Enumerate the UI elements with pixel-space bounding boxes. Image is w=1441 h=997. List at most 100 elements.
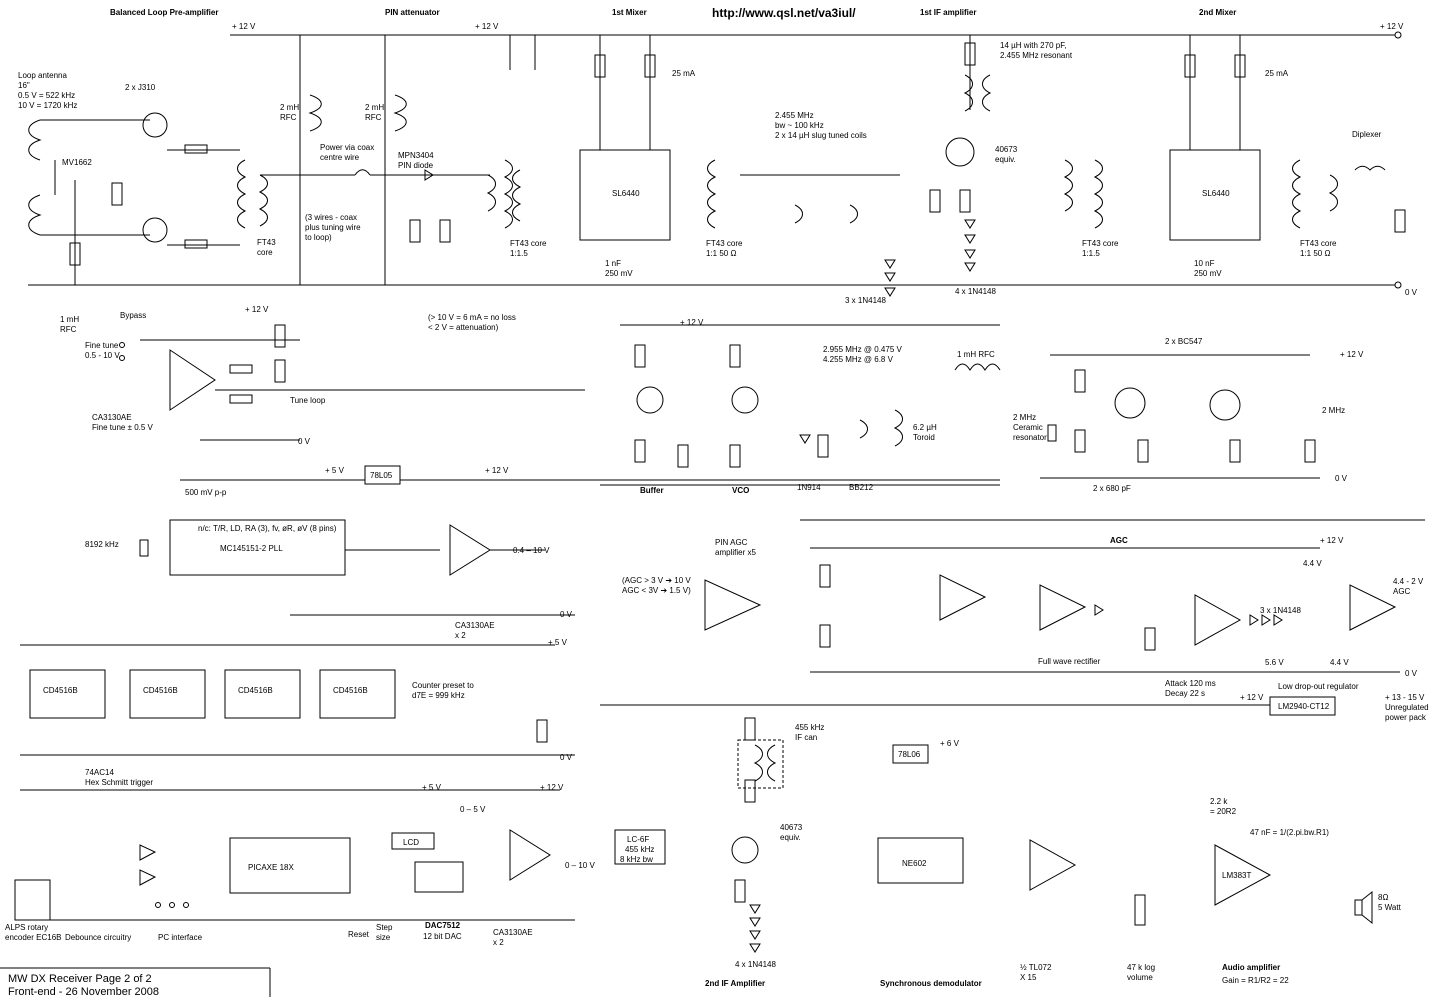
sl6440-1-block (579, 149, 671, 241)
sl6440-2-label: SL6440 (1202, 189, 1230, 198)
rail-label-0v-agc: 0 V (1405, 669, 1418, 678)
rail-label-0v-cnt: 0 V (560, 753, 573, 762)
preamp-circuit (28, 35, 371, 285)
picaxe-block (229, 837, 351, 894)
v44-label-b: 4.4 V (1330, 658, 1349, 667)
reg78l05-block (364, 465, 401, 485)
if2-title: 2nd IF Amplifier (705, 979, 765, 988)
counter-2-label: CD4516B (143, 686, 178, 695)
tune-voltage-label: 0.4 – 10 V (513, 546, 550, 555)
ldo-block (1269, 696, 1336, 716)
vco-stage (600, 324, 1001, 486)
debounce-label: Debounce circuitry (65, 933, 131, 942)
rail-label-5v-pll: + 5 V (325, 466, 345, 475)
diplexer-label: Diplexer (1352, 130, 1382, 139)
rail-label-12v-a: + 12 V (232, 22, 256, 31)
bc547-label: 2 x BC547 (1165, 337, 1203, 346)
control-range-label: 0 – 10 V (565, 861, 595, 870)
v56-label: 5.6 V (1265, 658, 1284, 667)
fine-tune-stage (119, 324, 585, 441)
pll-label: MC145151-2 PLL (220, 544, 283, 553)
pin-attenuator (370, 35, 496, 285)
x680pf-label: 2 x 680 pF (1093, 484, 1131, 493)
audio-amp-title: Audio amplifier (1222, 963, 1280, 972)
agc-section (704, 519, 1425, 673)
sl6440-1-label: SL6440 (612, 189, 640, 198)
1n914-label: 1N914 (797, 483, 821, 492)
pin-note-label: (> 10 V = 6 mA = no loss< 2 V = attenuat… (428, 313, 516, 332)
counter-bank (20, 644, 575, 756)
diodes-3x1n4148-a: 3 x 1N4148 (845, 296, 886, 305)
if2-demod-audio (600, 696, 1373, 953)
picaxe-label: PICAXE 18X (248, 863, 294, 872)
reg78l06-block (892, 744, 929, 764)
section-mixer1-title: 1st Mixer (612, 8, 647, 17)
bw-formula-label: 47 nF = 1/(2.pi.bw.R1) (1250, 828, 1329, 837)
counter-4-block (319, 669, 396, 719)
counter-4-label: CD4516B (333, 686, 368, 695)
agc-title: AGC (1110, 536, 1128, 545)
rail-label-12v-b: + 12 V (475, 22, 499, 31)
page-url: http://www.qsl.net/va3iul/ (712, 6, 856, 20)
diodes-3x1n4148-b: 3 x 1N4148 (1260, 606, 1301, 615)
tune-loop-label: Tune loop (290, 396, 326, 405)
mv1662-label: MV1662 (62, 158, 92, 167)
sync-demod-title: Synchronous demodulator (880, 979, 982, 988)
pll-stage (139, 465, 1000, 616)
fwr-label: Full wave rectifier (1038, 657, 1101, 666)
buffer-label: Buffer (640, 486, 664, 495)
rail-label-12v-agc: + 12 V (1320, 536, 1344, 545)
bfo-oscillator (1040, 354, 1320, 479)
counter-3-block (224, 669, 301, 719)
rail-label-12v-bfo: + 12 V (1340, 350, 1364, 359)
pc-interface-label[interactable]: PC interface (158, 933, 203, 942)
rail-label-12v-c: + 12 V (1380, 22, 1404, 31)
rail-label-0v-ft: 0 V (298, 437, 311, 446)
rail-label-12v-vco: + 12 V (680, 318, 704, 327)
dac-range-label: 0 – 5 V (460, 805, 486, 814)
sl6440-2-block (1169, 149, 1261, 241)
bypass-label[interactable]: Bypass (120, 311, 146, 320)
reg78l05-label: 78L05 (370, 471, 393, 480)
bfo-freq-label: 2 MHz (1322, 406, 1345, 415)
lm2940-label: LM2940-CT12 (1278, 702, 1330, 711)
rotary-encoder-block[interactable] (14, 879, 51, 921)
pll-block (169, 519, 346, 576)
section-pin-title: PIN attenuator (385, 8, 440, 17)
rail-label-12v-ft: + 12 V (245, 305, 269, 314)
dac-label: DAC7512 (425, 921, 461, 930)
rail-label-0v-bfo: 0 V (1335, 474, 1348, 483)
counter-1-label: CD4516B (43, 686, 78, 695)
section-if1-title: 1st IF amplifier (920, 8, 976, 17)
reset-label[interactable]: Reset (348, 930, 370, 939)
lc6f-freq-label: 455 kHz (625, 845, 654, 854)
mixer2-current: 25 mA (1265, 69, 1289, 78)
audio-gain-label: Gain = R1/R2 = 22 (1222, 976, 1289, 985)
rail-label-6v: + 6 V (940, 739, 960, 748)
